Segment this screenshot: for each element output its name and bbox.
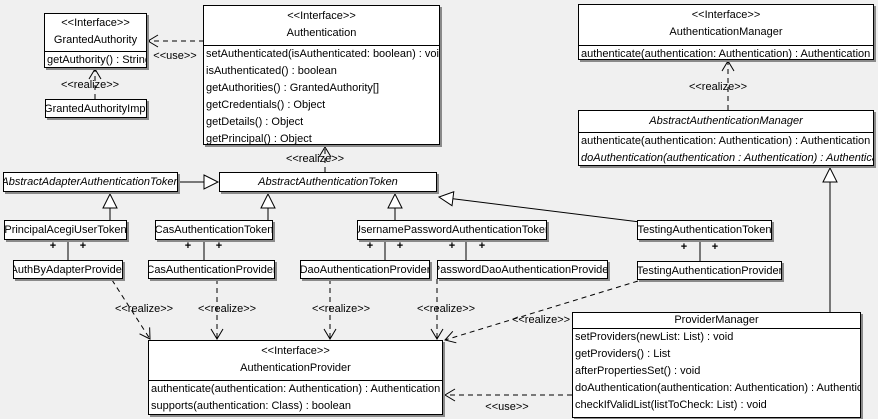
- class-principal-acegi-user-token[interactable]: PrincipalAcegiUserToken: [4, 220, 127, 240]
- assoc-end-plus: +: [184, 240, 192, 252]
- class-name: AuthenticationManager: [669, 26, 783, 38]
- method: getPrincipal() : Object: [206, 133, 312, 145]
- method: getProviders() : List: [575, 348, 671, 360]
- assoc-end-plus: +: [49, 240, 57, 252]
- class-dao-authentication-provider[interactable]: DaoAuthenticationProvider: [300, 260, 430, 279]
- assoc-end-plus: +: [79, 240, 87, 252]
- class-name: AuthByAdapterProvider: [13, 263, 123, 276]
- class-password-dao-authentication-provider[interactable]: PasswordDaoAuthenticationProvider: [437, 260, 608, 279]
- class-name: ProviderManager: [674, 314, 759, 326]
- class-name: UsernamePasswordAuthenticationToken: [357, 224, 547, 236]
- class-granted-authority[interactable]: <<Interface>> GrantedAuthority getAuthor…: [44, 13, 147, 68]
- class-authentication[interactable]: <<Interface>> Authentication setAuthenti…: [203, 5, 440, 145]
- stereotype-label: <<Interface>>: [61, 17, 130, 29]
- class-auth-by-adapter-provider[interactable]: AuthByAdapterProvider: [13, 260, 123, 279]
- class-name: PrincipalAcegiUserToken: [4, 224, 127, 236]
- class-name: CasAuthenticationToken: [155, 224, 273, 236]
- method: getAuthorities() : GrantedAuthority[]: [206, 82, 380, 94]
- class-cas-authentication-provider[interactable]: CasAuthenticationProvider: [148, 260, 275, 279]
- method: supports(authentication: Class) : boolea…: [151, 400, 351, 412]
- method: authenticate(authentication: Authenticat…: [581, 48, 871, 60]
- realize-testing-provider: [444, 280, 639, 344]
- method: setProviders(newList: List) : void: [575, 331, 734, 343]
- class-abstract-authentication-token[interactable]: AbstractAuthenticationToken: [219, 172, 437, 192]
- realize-label: <<realize>>: [114, 303, 174, 315]
- method: authenticate(authentication: Authenticat…: [151, 383, 441, 395]
- method: afterPropertiesSet() : void: [575, 365, 701, 377]
- class-testing-authentication-token[interactable]: TestingAuthenticationToken: [637, 220, 772, 240]
- class-abstract-adapter-authentication-token[interactable]: AbstractAdapterAuthenticationToken: [3, 172, 178, 192]
- assoc-end-plus: +: [711, 241, 719, 253]
- stereotype-label: <<Interface>>: [691, 9, 761, 21]
- assoc-end-plus: +: [448, 240, 456, 252]
- method: authenticate(authentication: Authenticat…: [581, 135, 871, 147]
- class-name: GrantedAuthorityImpl: [45, 102, 147, 115]
- realize-label: <<realize>>: [416, 303, 476, 315]
- class-authentication-provider[interactable]: <<Interface>> AuthenticationProvider aut…: [148, 340, 443, 415]
- class-name: AbstractAdapterAuthenticationToken: [3, 176, 178, 188]
- method: isAuthenticated() : boolean: [206, 65, 337, 77]
- method: doAuthentication(authentication: Authent…: [575, 382, 861, 394]
- assoc-end-plus: +: [478, 240, 486, 252]
- assoc-end-plus: +: [215, 240, 223, 252]
- realize-authbyadapter-provider: [111, 279, 151, 340]
- class-name: CasAuthenticationProvider: [148, 263, 275, 276]
- class-testing-authentication-provider[interactable]: TestingAuthenticationProvider: [637, 261, 782, 280]
- class-abstract-authentication-manager[interactable]: AbstractAuthenticationManager authentica…: [578, 110, 874, 166]
- class-granted-authority-impl[interactable]: GrantedAuthorityImpl: [45, 99, 147, 118]
- class-name: PasswordDaoAuthenticationProvider: [437, 263, 608, 276]
- method-abstract: doAuthentication(authentication : Authen…: [581, 152, 874, 164]
- class-name: AuthenticationProvider: [240, 362, 351, 374]
- realize-label: <<realize>>: [688, 81, 748, 93]
- use-label: <<use>>: [485, 401, 529, 413]
- stereotype-label: <<Interface>>: [287, 10, 356, 22]
- class-name: GrantedAuthority: [53, 34, 138, 46]
- method: getDetails() : Object: [206, 116, 304, 128]
- method: getCredentials() : Object: [206, 99, 326, 111]
- class-name: AbstractAuthenticationToken: [258, 176, 398, 188]
- assoc-end-plus: +: [680, 241, 688, 253]
- class-name: TestingAuthenticationProvider: [637, 264, 782, 277]
- generalization-testing-token: [437, 191, 641, 223]
- realize-label: <<realize>>: [60, 79, 120, 91]
- method: setAuthenticated(isAuthenticated: boolea…: [206, 48, 440, 60]
- realize-label: <<realize>>: [197, 303, 257, 315]
- use-label: <<use>>: [153, 50, 197, 62]
- assoc-end-plus: +: [396, 240, 404, 252]
- class-username-password-authentication-token[interactable]: UsernamePasswordAuthenticationToken: [357, 220, 547, 240]
- class-provider-manager[interactable]: ProviderManager setProviders(newList: Li…: [572, 312, 861, 418]
- class-name: AbstractAuthenticationManager: [649, 115, 803, 127]
- class-name: Authentication: [286, 27, 357, 39]
- class-cas-authentication-token[interactable]: CasAuthenticationToken: [155, 220, 273, 240]
- stereotype-label: <<Interface>>: [261, 345, 330, 357]
- realize-label: <<realize>>: [511, 314, 571, 326]
- realize-label: <<realize>>: [311, 303, 371, 315]
- class-authentication-manager[interactable]: <<Interface>> AuthenticationManager auth…: [578, 4, 874, 60]
- assoc-end-plus: +: [366, 240, 374, 252]
- class-name: DaoAuthenticationProvider: [300, 263, 430, 276]
- class-name: TestingAuthenticationToken: [637, 224, 772, 236]
- method: checkIfValidList(listToCheck: List) : vo…: [575, 399, 767, 411]
- realize-label: <<realize>>: [285, 153, 345, 165]
- method: getAuthority() : String: [47, 54, 147, 66]
